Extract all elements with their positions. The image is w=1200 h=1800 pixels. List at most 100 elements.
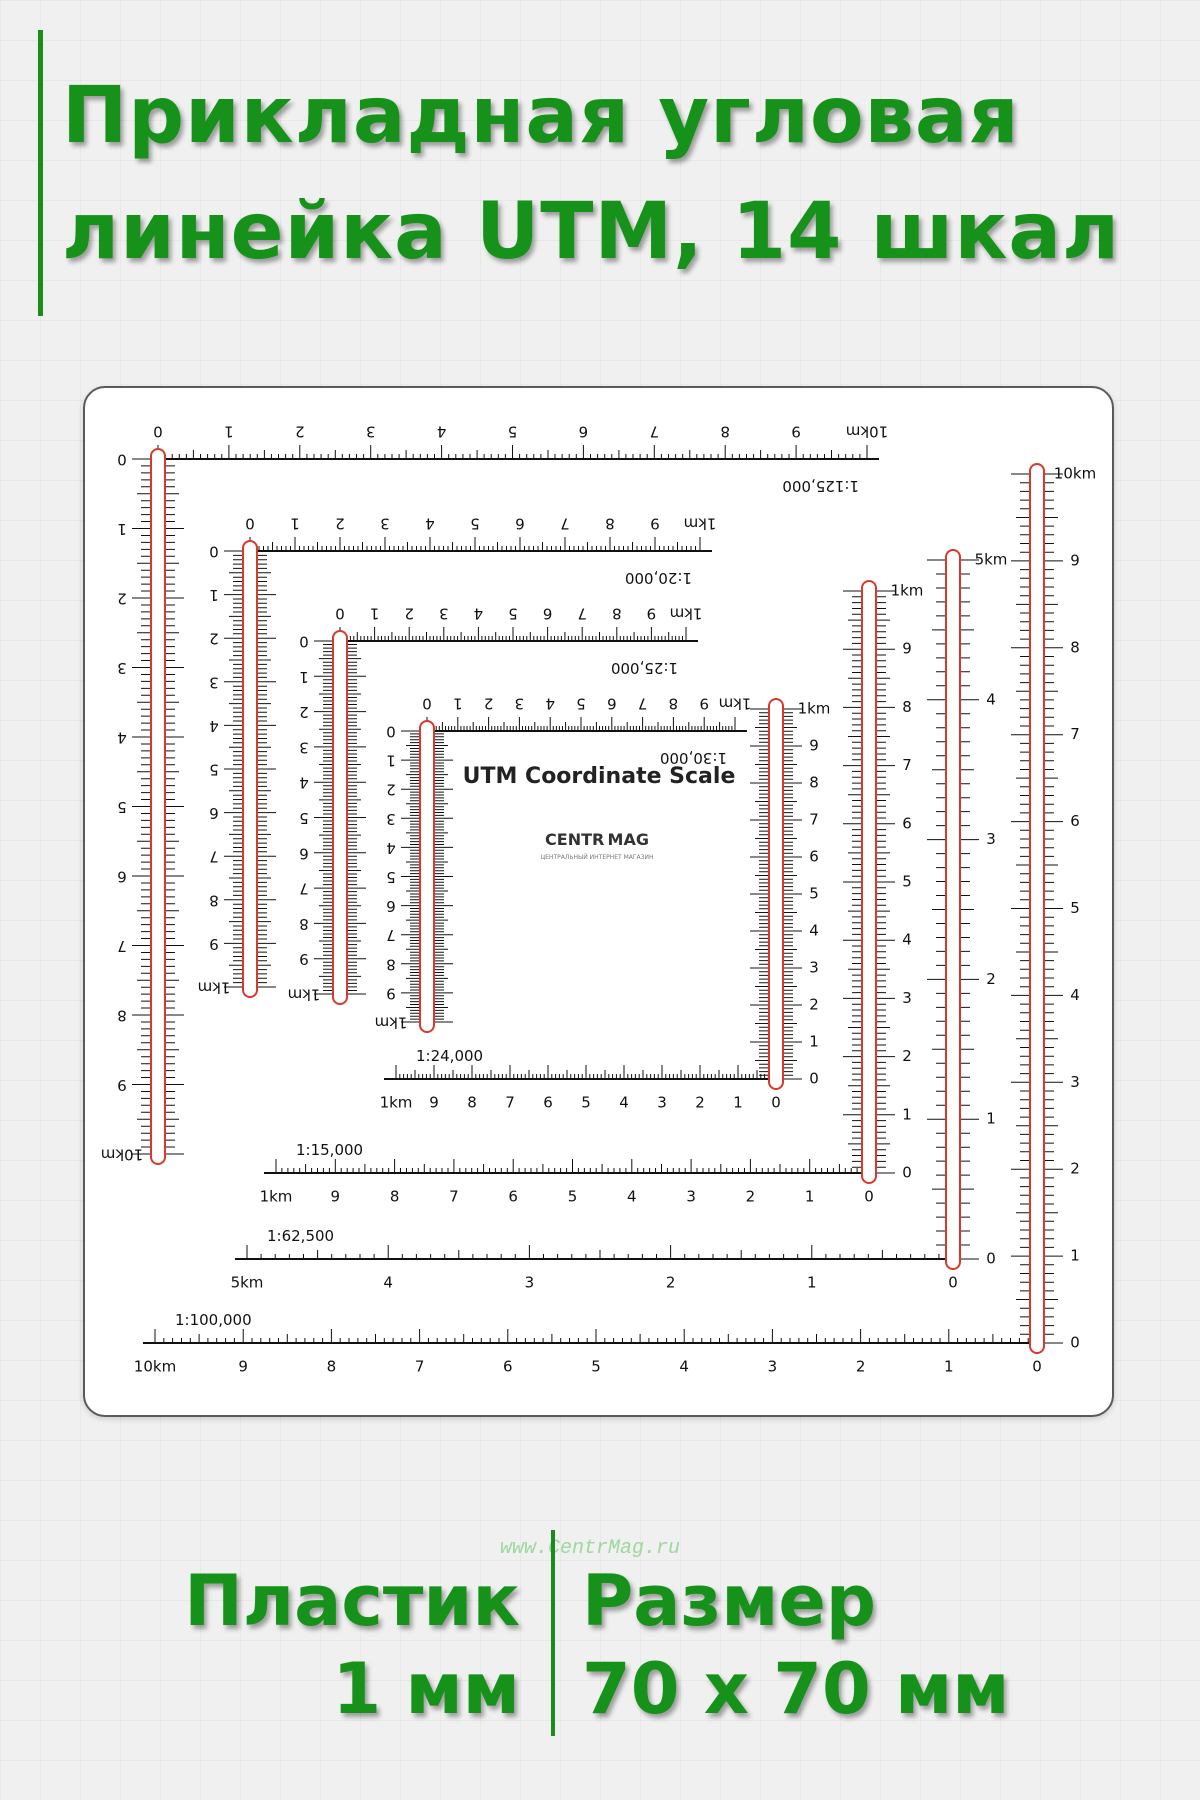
vertical-label: 10km bbox=[1054, 465, 1096, 483]
vertical-label: 10km bbox=[101, 1146, 143, 1164]
footer-divider bbox=[551, 1530, 555, 1736]
ruler-slot bbox=[332, 630, 348, 1005]
scale-ratio: 1:100,000 bbox=[175, 1311, 252, 1329]
horizontal-label: 7 bbox=[449, 1188, 459, 1206]
vertical-label: 2 bbox=[386, 781, 396, 799]
horizontal-label: 4 bbox=[545, 695, 555, 713]
horizontal-label: 3 bbox=[525, 1274, 535, 1292]
vertical-label: 3 bbox=[809, 959, 819, 977]
vertical-label: 6 bbox=[809, 848, 819, 866]
horizontal-label: 5 bbox=[568, 1188, 578, 1206]
vertical-label: 5 bbox=[809, 885, 819, 903]
horizontal-label: 7 bbox=[415, 1358, 425, 1376]
horizontal-label: 9 bbox=[238, 1358, 248, 1376]
vertical-label: 1 bbox=[117, 520, 127, 538]
vertical-label: 9 bbox=[117, 1076, 127, 1094]
ruler-slot bbox=[768, 698, 784, 1090]
horizontal-label: 3 bbox=[515, 695, 525, 713]
vertical-label: 8 bbox=[386, 955, 396, 973]
vertical-label: 8 bbox=[1070, 638, 1080, 656]
vertical-ticks bbox=[314, 640, 366, 995]
title-line-1: Прикладная угловая bbox=[62, 71, 1020, 161]
vertical-label: 5 bbox=[386, 868, 396, 886]
horizontal-label: 8 bbox=[390, 1188, 400, 1206]
horizontal-label: 0 bbox=[245, 515, 255, 533]
horizontal-label: 7 bbox=[577, 605, 587, 623]
horizontal-label: 7 bbox=[560, 515, 570, 533]
vertical-label: 9 bbox=[1070, 551, 1080, 569]
horizontal-label: 2 bbox=[695, 1094, 705, 1112]
vertical-label: 5km bbox=[975, 551, 1008, 569]
scale-1100000: 0 0 1 1 2 2 3 3 4 4 5 5 6 6 7 7 8 8 9 9 10km 10km 1:100,000 bbox=[134, 463, 1096, 1376]
horizontal-label: 3 bbox=[439, 605, 449, 623]
vertical-label: 0 bbox=[117, 451, 127, 469]
watermark: www.CentrMag.ru bbox=[500, 1537, 681, 1560]
horizontal-label: 9 bbox=[699, 695, 709, 713]
scale-ratio: 1:125,000 bbox=[782, 477, 859, 495]
vertical-ticks bbox=[132, 458, 184, 1155]
horizontal-label: 1km bbox=[380, 1094, 413, 1112]
vertical-label: 2 bbox=[299, 703, 309, 721]
scale-ratio: 1:20,000 bbox=[625, 569, 692, 587]
vertical-label: 1km bbox=[891, 582, 924, 600]
horizontal-label: 8 bbox=[467, 1094, 477, 1112]
vertical-label: 3 bbox=[1070, 1073, 1080, 1091]
material-value: 1 мм bbox=[332, 1648, 520, 1730]
size-label: Размер bbox=[582, 1560, 877, 1642]
horizontal-label: 3 bbox=[768, 1358, 778, 1376]
horizontal-label: 8 bbox=[605, 515, 615, 533]
horizontal-label: 9 bbox=[650, 515, 660, 533]
vertical-label: 8 bbox=[902, 698, 912, 716]
horizontal-label: 0 bbox=[948, 1274, 958, 1292]
vertical-label: 9 bbox=[809, 737, 819, 755]
horizontal-label: 7 bbox=[505, 1094, 515, 1112]
vertical-label: 6 bbox=[386, 897, 396, 915]
horizontal-label: 1km bbox=[670, 605, 703, 623]
horizontal-label: 10km bbox=[134, 1358, 176, 1376]
horizontal-label: 6 bbox=[515, 515, 525, 533]
vertical-label: 9 bbox=[299, 950, 309, 968]
page-title: Прикладная угловая линейка UTM, 14 шкал bbox=[62, 58, 1120, 290]
ruler-slot bbox=[242, 540, 258, 998]
vertical-label: 0 bbox=[809, 1070, 819, 1088]
ruler-slot bbox=[861, 580, 877, 1184]
scale-ratio: 1:15,000 bbox=[296, 1141, 363, 1159]
vertical-label: 7 bbox=[209, 848, 219, 866]
accent-bar bbox=[38, 30, 43, 316]
vertical-label: 3 bbox=[386, 810, 396, 828]
horizontal-label: 6 bbox=[503, 1358, 513, 1376]
horizontal-label: 8 bbox=[720, 423, 730, 441]
horizontal-label: 0 bbox=[771, 1094, 781, 1112]
vertical-label: 1km bbox=[375, 1014, 408, 1032]
horizontal-label: 2 bbox=[484, 695, 494, 713]
vertical-label: 1 bbox=[902, 1105, 912, 1123]
ruler-slot bbox=[150, 448, 166, 1165]
vertical-label: 3 bbox=[209, 673, 219, 691]
vertical-ticks bbox=[401, 730, 453, 1023]
horizontal-label: 4 bbox=[627, 1188, 637, 1206]
vertical-label: 5 bbox=[117, 798, 127, 816]
vertical-label: 6 bbox=[299, 844, 309, 862]
horizontal-label: 4 bbox=[619, 1094, 629, 1112]
vertical-label: 4 bbox=[209, 717, 219, 735]
horizontal-label: 1 bbox=[733, 1094, 743, 1112]
vertical-label: 1 bbox=[299, 668, 309, 686]
horizontal-label: 5 bbox=[470, 515, 480, 533]
horizontal-label: 0 bbox=[864, 1188, 874, 1206]
horizontal-label: 4 bbox=[474, 605, 484, 623]
horizontal-label: 1 bbox=[944, 1358, 954, 1376]
horizontal-ticks bbox=[426, 717, 736, 731]
vertical-label: 8 bbox=[117, 1007, 127, 1025]
horizontal-label: 8 bbox=[612, 605, 622, 623]
vertical-label: 7 bbox=[809, 811, 819, 829]
vertical-label: 7 bbox=[117, 937, 127, 955]
vertical-label: 8 bbox=[809, 774, 819, 792]
vertical-label: 3 bbox=[117, 659, 127, 677]
logo-text: CENTR MAG bbox=[545, 830, 649, 849]
horizontal-label: 3 bbox=[657, 1094, 667, 1112]
vertical-label: 0 bbox=[902, 1164, 912, 1182]
